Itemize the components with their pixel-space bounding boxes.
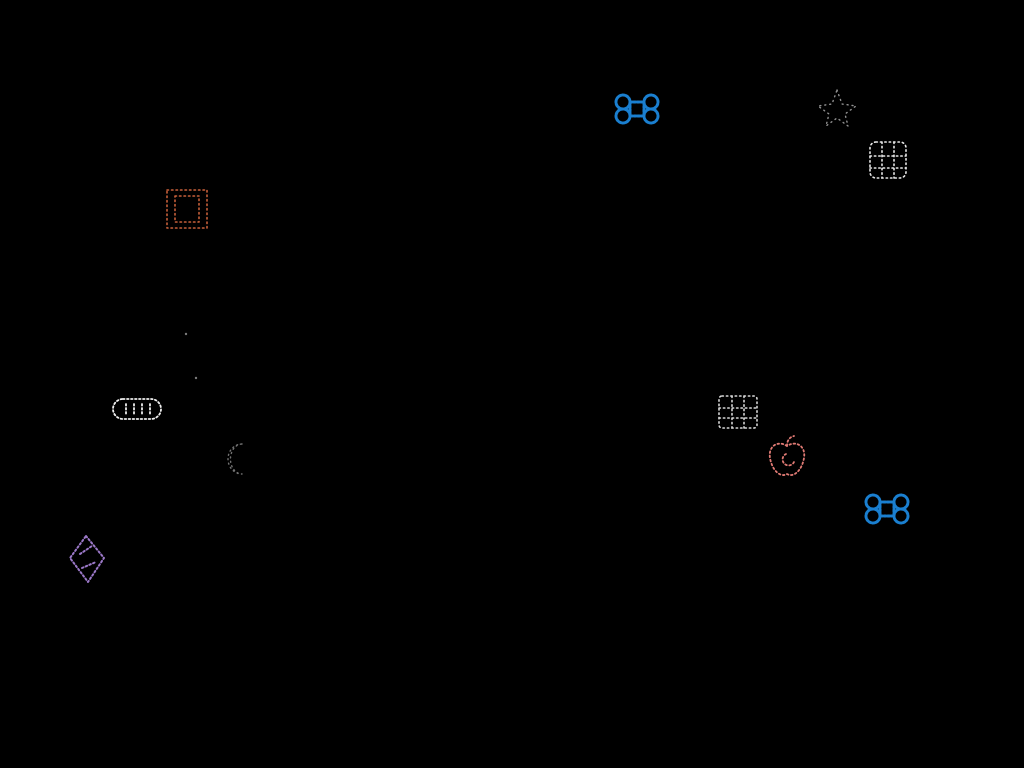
command-key-icon	[614, 93, 660, 125]
tick-mark-icon	[194, 376, 198, 380]
dotted-oval-icon	[112, 398, 162, 420]
crescent-icon	[227, 443, 243, 475]
apple-like-icon	[768, 435, 806, 476]
dotted-grid-icon	[869, 141, 907, 179]
square-frame-icon	[166, 189, 208, 229]
tick-mark-icon	[184, 332, 188, 336]
dotted-star-icon	[817, 89, 857, 127]
dotted-grid-icon	[718, 395, 758, 429]
diamond-icon	[69, 535, 105, 583]
command-key-icon	[864, 493, 910, 525]
